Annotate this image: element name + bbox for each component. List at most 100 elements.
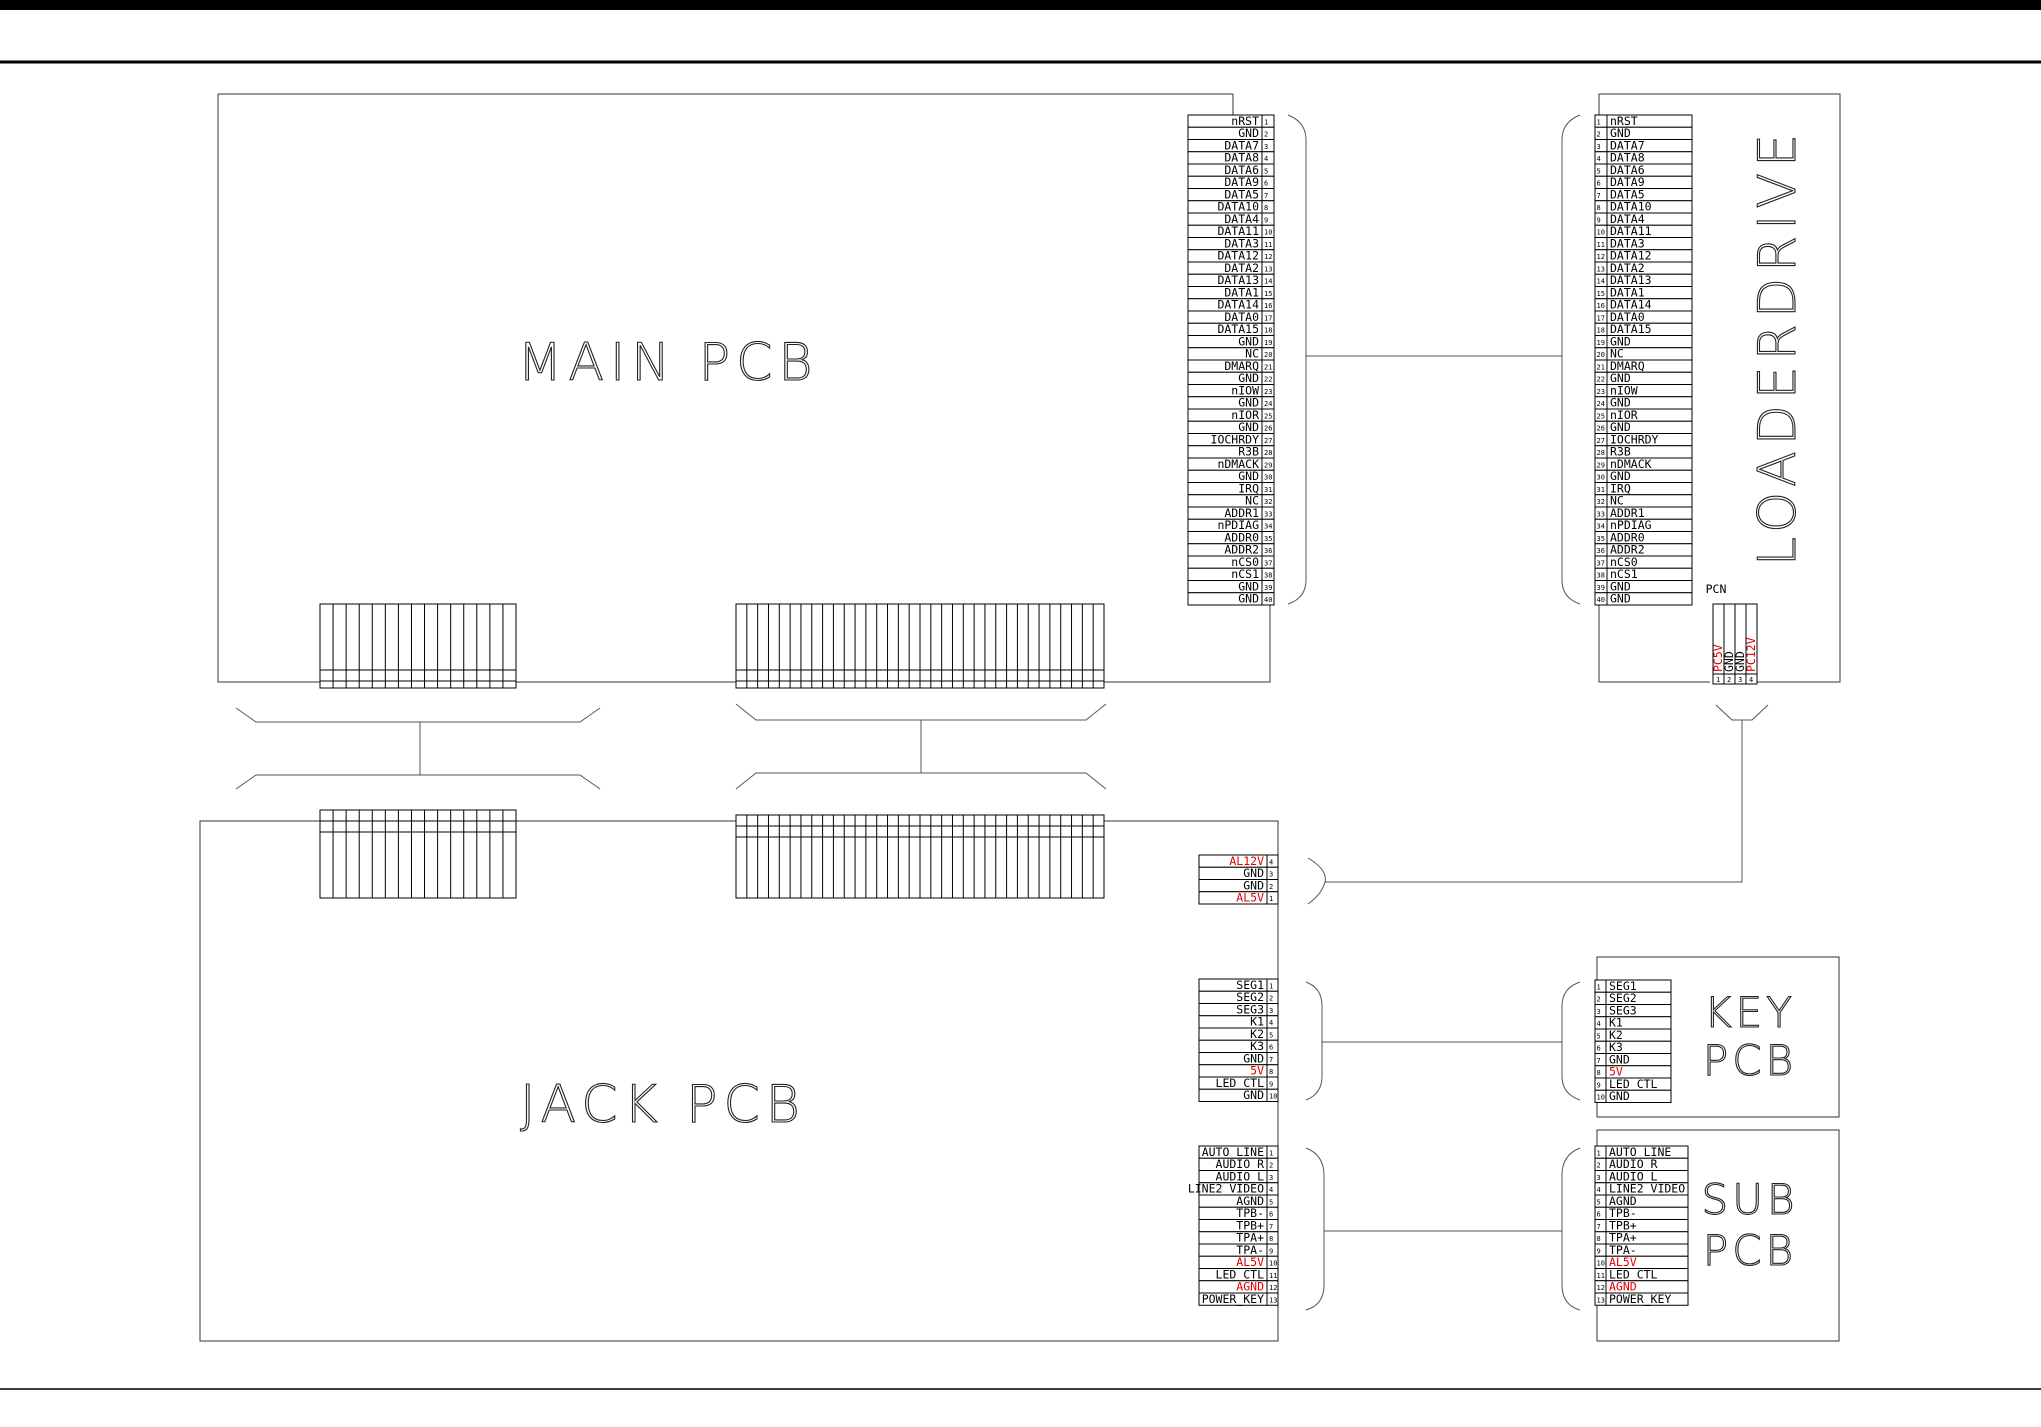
pcn-pin-label: PC12V — [1744, 637, 1758, 672]
pin-number: 12 — [1597, 253, 1605, 261]
pin-number: 11 — [1597, 1272, 1605, 1280]
pin-label: K3 — [1609, 1040, 1623, 1054]
key-pcb-label: PCB — [1703, 1036, 1797, 1085]
pin-number: 3 — [1269, 871, 1273, 879]
pin-number: 9 — [1597, 216, 1601, 224]
pin-label: GND — [1238, 420, 1259, 434]
pin-label: GND — [1609, 1089, 1630, 1103]
pin-label: TPB- — [1609, 1206, 1637, 1220]
pin-number: 4 — [1597, 1186, 1601, 1194]
pin-label: DATA13 — [1217, 273, 1259, 287]
pin-label: ADDR1 — [1610, 506, 1645, 520]
pin-label: TPA+ — [1236, 1231, 1264, 1245]
pin-number: 14 — [1264, 278, 1272, 286]
pin-label: nCS1 — [1231, 567, 1259, 581]
pin-label: DATA0 — [1610, 310, 1645, 324]
pin-label: nPDIAG — [1610, 518, 1652, 532]
main-ide-bracket — [1287, 114, 1307, 605]
pin-label: DATA0 — [1224, 310, 1259, 324]
top-border-bar — [0, 0, 2041, 10]
pin-number: 33 — [1597, 510, 1605, 518]
pin-number: 11 — [1264, 241, 1272, 249]
pin-number: 2 — [1269, 883, 1273, 891]
pin-number: 31 — [1597, 486, 1605, 494]
main-b-bracket — [735, 703, 1107, 721]
pin-label: AL5V — [1236, 891, 1264, 905]
pin-number: 6 — [1264, 180, 1268, 188]
pin-number: 19 — [1264, 339, 1272, 347]
pin-label: DATA14 — [1217, 298, 1259, 312]
pin-label: GND — [1238, 592, 1259, 606]
pin-number: 5 — [1597, 1198, 1601, 1206]
pin-number: 39 — [1264, 584, 1272, 592]
pin-label: TPB+ — [1609, 1218, 1637, 1232]
pin-number: 10 — [1269, 1260, 1277, 1268]
pin-number: 7 — [1269, 1056, 1273, 1064]
pin-number: 20 — [1264, 351, 1272, 359]
jack-a-bracket — [235, 774, 601, 790]
pin-number: 17 — [1597, 314, 1605, 322]
pin-label: TPA+ — [1609, 1231, 1637, 1245]
pin-label: IRQ — [1238, 481, 1259, 495]
pin-number: 7 — [1264, 192, 1268, 200]
pin-label: nCS0 — [1610, 555, 1638, 569]
pin-number: 14 — [1597, 278, 1605, 286]
pin-number: 13 — [1264, 265, 1272, 273]
pin-label: GND — [1238, 126, 1259, 140]
pin-number: 29 — [1264, 461, 1272, 469]
pin-label: DATA2 — [1224, 261, 1259, 275]
pin-label: nCS0 — [1231, 555, 1259, 569]
pin-label: SEG3 — [1609, 1003, 1637, 1017]
pin-number: 30 — [1597, 474, 1605, 482]
jack-connector-a — [319, 809, 517, 899]
pin-number: 37 — [1264, 559, 1272, 567]
pin-number: 4 — [1269, 858, 1273, 866]
sub-label: SUB — [1702, 1175, 1799, 1224]
pin-label: K2 — [1609, 1028, 1623, 1042]
sub-bracket — [1561, 1147, 1581, 1311]
key-label: KEY — [1704, 988, 1796, 1037]
pin-number: 34 — [1597, 523, 1605, 531]
pin-number: 23 — [1264, 388, 1272, 396]
pin-label: GND — [1238, 334, 1259, 348]
pin-number: 22 — [1264, 376, 1272, 384]
pin-number: 4 — [1597, 155, 1601, 163]
pin-label: DATA6 — [1224, 163, 1259, 177]
pin-number: 4 — [1264, 155, 1268, 163]
pin-number: 8 — [1597, 1235, 1601, 1243]
pin-number: 3 — [1264, 143, 1268, 151]
pin-number: 2 — [1269, 1162, 1273, 1170]
main-a-bracket — [235, 707, 601, 723]
pin-number: 38 — [1597, 572, 1605, 580]
pin-label: AGND — [1236, 1194, 1264, 1208]
pin-label: GND — [1243, 878, 1264, 892]
pin-label: nPDIAG — [1217, 518, 1259, 532]
loader-drive-outline — [1598, 93, 1841, 683]
pcn-label: PCN — [1706, 582, 1727, 596]
drive-label: DRIVE — [1748, 128, 1808, 318]
pin-label: LED_CTL — [1216, 1076, 1265, 1090]
pin-number: 26 — [1264, 425, 1272, 433]
pin-number: 11 — [1269, 1272, 1277, 1280]
pin-number: 9 — [1597, 1081, 1601, 1089]
pin-number: 16 — [1264, 302, 1272, 310]
pin-number: 6 — [1269, 1211, 1273, 1219]
pin-number: 37 — [1597, 559, 1605, 567]
pin-label: DATA15 — [1610, 322, 1652, 336]
pin-label: K3 — [1250, 1039, 1264, 1053]
pin-number: 10 — [1264, 229, 1272, 237]
pin-label: GND — [1610, 371, 1631, 385]
pin-number: 9 — [1264, 216, 1268, 224]
pin-number: 18 — [1264, 327, 1272, 335]
pin-label: TPB+ — [1236, 1218, 1264, 1232]
pin-label: GND — [1238, 579, 1259, 593]
pin-number: 6 — [1597, 1211, 1601, 1219]
pin-number: 6 — [1269, 1044, 1273, 1052]
pin-label: DATA9 — [1224, 175, 1259, 189]
pin-number: 10 — [1597, 229, 1605, 237]
pin-label: GND — [1243, 866, 1264, 880]
pin-label: nCS1 — [1610, 567, 1638, 581]
